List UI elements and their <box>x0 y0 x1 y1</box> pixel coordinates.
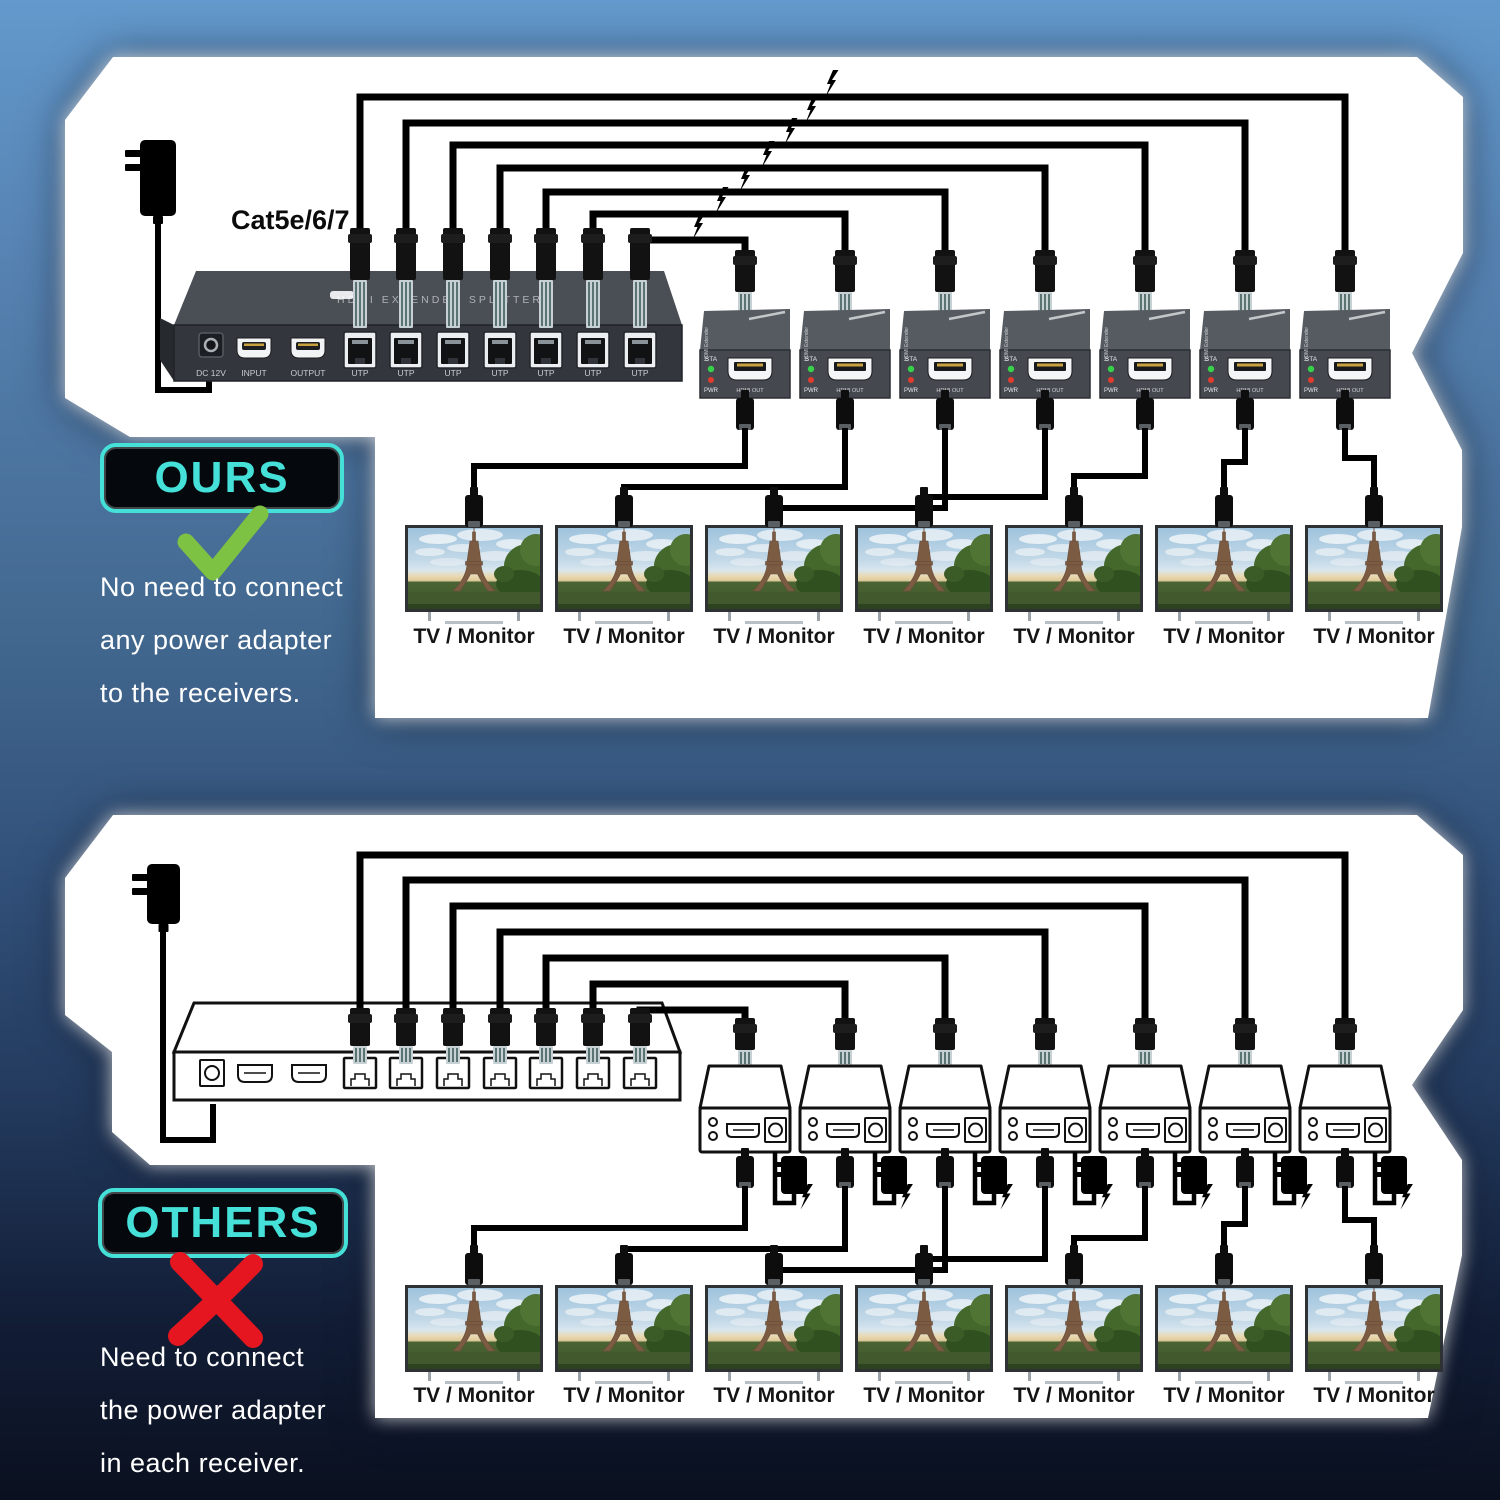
others-description-line: the power adapter <box>100 1395 327 1425</box>
others-description-line: in each receiver. <box>100 1448 306 1478</box>
others-badge: OTHERS <box>98 1188 348 1258</box>
ours-description-line: any power adapter <box>100 625 333 655</box>
ours-description-line: to the receivers. <box>100 678 301 708</box>
others-description-line: Need to connect <box>100 1342 305 1372</box>
ours-description-line: No need to connect <box>100 572 344 602</box>
